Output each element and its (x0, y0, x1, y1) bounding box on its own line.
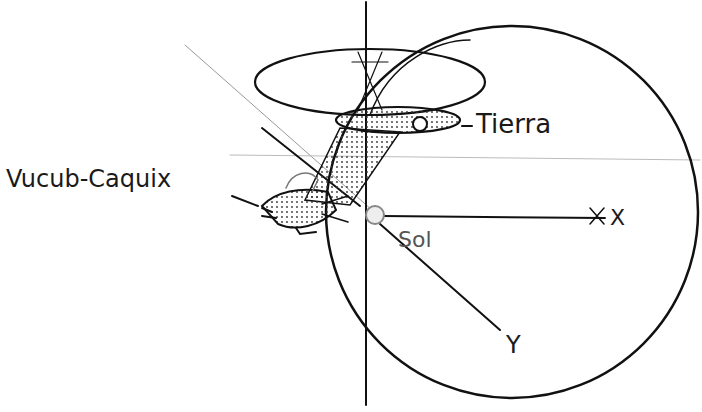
bird-head (286, 173, 318, 192)
orbit-circle (326, 26, 698, 398)
arc-line (370, 40, 470, 115)
figure-label: Vucub-Caquix (6, 166, 171, 192)
axis-label: Y (506, 332, 521, 358)
star-mark (352, 52, 388, 110)
leader-line (232, 196, 258, 206)
bird-wing (322, 196, 348, 222)
axis-label: X (610, 206, 625, 230)
earth-orbit (336, 107, 460, 133)
bird-body (262, 190, 336, 228)
planet-label: Tierra (476, 110, 551, 139)
earth-dot (413, 117, 427, 131)
star-label: Sol (398, 228, 432, 252)
axis-line (383, 216, 605, 218)
leader-line (462, 125, 472, 127)
orbit-ellipse (255, 49, 485, 115)
bird-feather (262, 208, 316, 234)
axis-line (380, 224, 500, 330)
sun-dot (366, 206, 384, 224)
axis-mark (590, 208, 604, 224)
